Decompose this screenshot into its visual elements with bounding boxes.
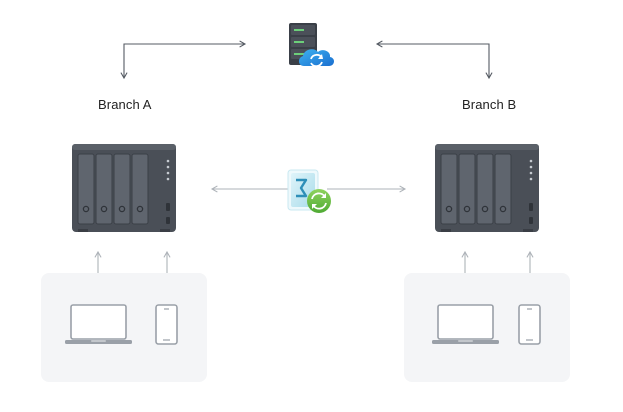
phone-icon bbox=[518, 304, 541, 345]
branch-a-label: Branch A bbox=[98, 97, 152, 112]
branch-b-label: Branch B bbox=[462, 97, 517, 112]
phone-icon bbox=[155, 304, 178, 345]
cloud-to-branch-a-connector bbox=[120, 40, 247, 80]
laptop-icon bbox=[432, 304, 499, 344]
cloud-to-branch-b-connector bbox=[375, 40, 493, 80]
branch-b-nas bbox=[435, 144, 539, 232]
branch-a-nas bbox=[72, 144, 176, 232]
laptop-icon bbox=[65, 304, 132, 344]
sync-app-icon bbox=[287, 169, 331, 213]
cloud-server-icon bbox=[289, 23, 335, 68]
